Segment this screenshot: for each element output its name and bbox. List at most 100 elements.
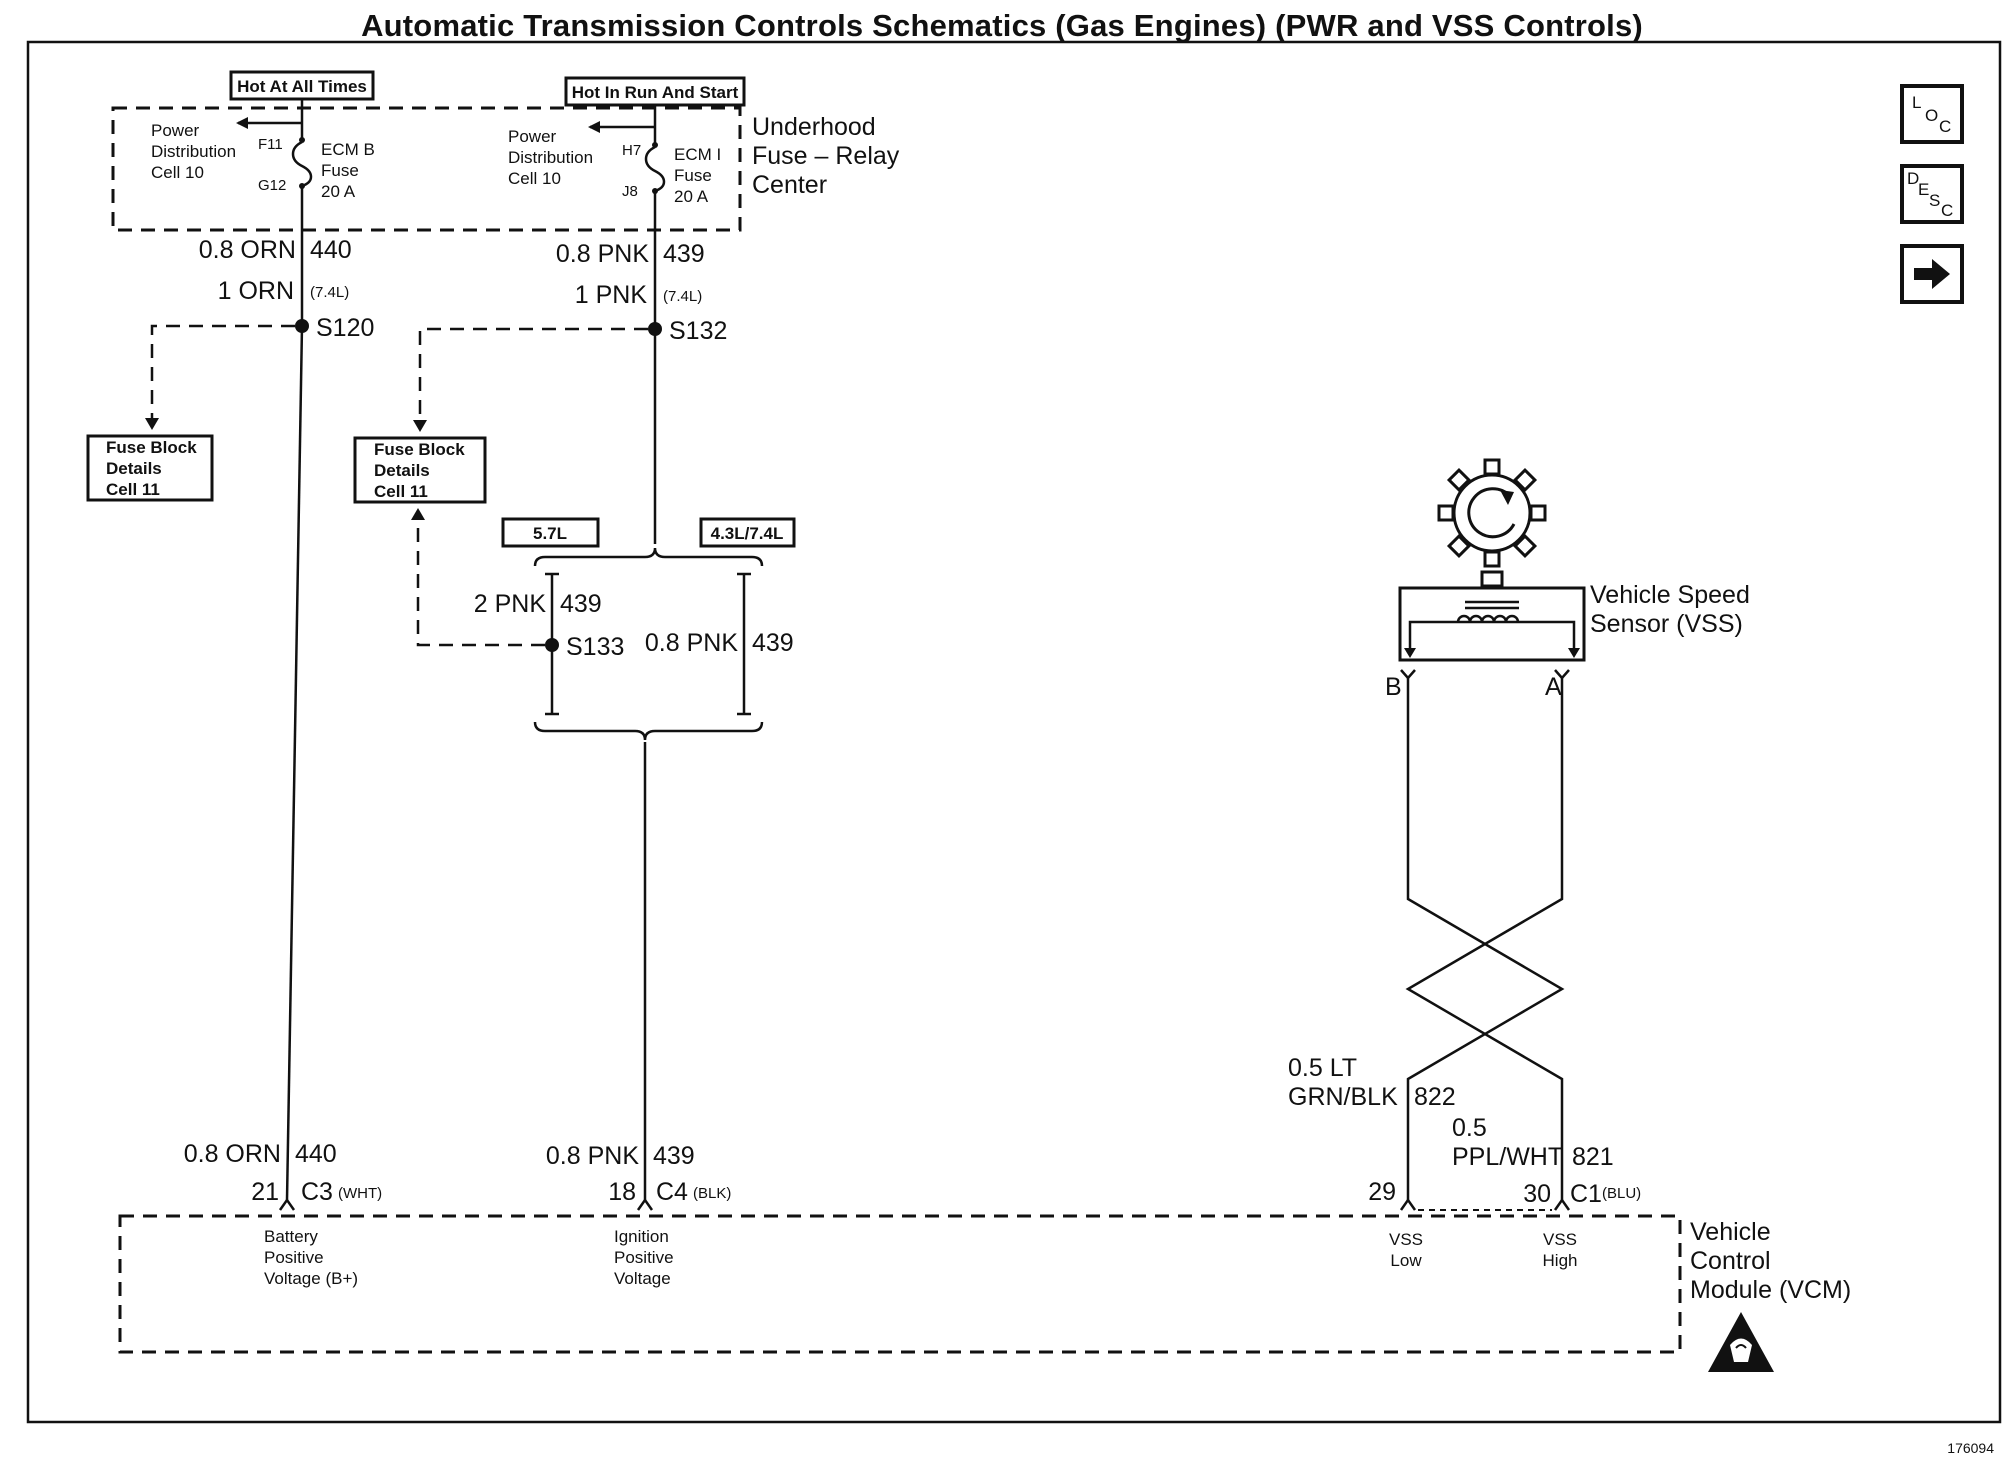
vss-label-2: Sensor (VSS) (1590, 610, 1743, 638)
pin-j8: J8 (622, 183, 638, 200)
power-distribution-label-a3: Cell 10 (151, 163, 204, 182)
wire-439-bottom-gauge: 0.8 PNK (546, 1142, 639, 1170)
fuse-block-b-line1: Fuse Block (374, 440, 465, 459)
vcm-input-vss-high-1: VSS (1543, 1230, 1577, 1249)
power-distribution-label-b3: Cell 10 (508, 169, 561, 188)
wire-439-alt-gauge: 1 PNK (575, 281, 648, 309)
splice-s120 (295, 319, 309, 333)
pin-h7: H7 (622, 142, 641, 159)
fuse-block-b-line2: Details (374, 461, 430, 480)
fuse-block-b-line3: Cell 11 (374, 482, 428, 501)
vcm-connector-c4: C4 (656, 1178, 688, 1206)
vcm-pin-21: 21 (251, 1178, 279, 1206)
wire-s133-to-fuse-block (416, 520, 545, 647)
option-5-7l-box (501, 517, 600, 548)
arrow-down-icon (413, 420, 427, 432)
vcm-connector-c4-color: (BLK) (693, 1185, 731, 1202)
wire-439-bottom-circuit: 439 (653, 1142, 695, 1170)
wire-821-circuit: 821 (1572, 1143, 1614, 1171)
arrow-left-icon (588, 121, 600, 133)
wire-822-vss-low (1406, 678, 1565, 1200)
option-4-3l-7-4l-box (699, 517, 796, 548)
schematic-frame (26, 40, 2002, 1424)
pin-f11: F11 (258, 136, 283, 153)
wire-s132-to-fuse-block (418, 327, 648, 422)
svg-text:O: O (1925, 106, 1938, 125)
vcm-input-ignition-3: Voltage (614, 1269, 671, 1288)
vcm-input-battery-1: Battery (264, 1227, 318, 1246)
wire-821-vss-high (1405, 678, 1564, 1200)
wire-821-gauge-1: 0.5 (1452, 1114, 1487, 1142)
svg-text:L: L (1912, 93, 1921, 112)
vcm-connector-c3: C3 (301, 1178, 333, 1206)
fuse-ecm-i-symbol (644, 145, 666, 193)
connector-pin-21-icon (278, 1197, 296, 1211)
fuse-ecm-b-name1: ECM B (321, 140, 375, 159)
vss-coil-icon (1456, 614, 1520, 623)
wire-439-alt-note: (7.4L) (663, 288, 702, 305)
fuse-block-a-line1: Fuse Block (106, 438, 197, 457)
wire-440-top-circuit: 440 (310, 236, 352, 264)
fuse-block-box-a (86, 434, 214, 502)
right-arrow-icon[interactable] (1900, 244, 1964, 304)
vcm-label-3: Module (VCM) (1690, 1276, 1851, 1304)
splice-s132 (648, 322, 662, 336)
diagram-title: Automatic Transmission Controls Schemati… (361, 8, 1643, 43)
vcm-pin-18: 18 (608, 1178, 636, 1206)
connector-pin-18-icon (636, 1197, 654, 1211)
arrow-down-icon (145, 418, 159, 430)
description-nav-icon[interactable]: D E S C (1900, 164, 1964, 224)
hot-at-all-times-label: Hot At All Times (237, 77, 367, 96)
fuse-center-label-2: Fuse – Relay (752, 142, 900, 170)
svg-text:C: C (1939, 117, 1951, 136)
vcm-module-outline (118, 1214, 1682, 1354)
reluctor-wheel-icon (1437, 458, 1547, 568)
svg-text:S: S (1929, 191, 1940, 210)
wire-822-circuit: 822 (1414, 1083, 1456, 1111)
vcm-pin-30: 30 (1523, 1180, 1551, 1208)
wire-822-gauge-2: GRN/BLK (1288, 1083, 1398, 1111)
vcm-input-battery-2: Positive (264, 1248, 324, 1267)
arrow-up-icon (411, 508, 425, 520)
option-brace-top (533, 547, 764, 567)
svg-text:E: E (1918, 180, 1929, 199)
power-distribution-label-b1: Power (508, 127, 557, 146)
option-4-3l-7-4l-label: 4.3L/7.4L (711, 524, 784, 543)
power-distribution-label-a2: Distribution (151, 142, 236, 161)
option-brace-bottom (533, 721, 764, 741)
vcm-input-ignition-2: Positive (614, 1248, 674, 1267)
hot-in-run-start-label: Hot In Run And Start (572, 83, 739, 102)
fuse-center-label-1: Underhood (752, 113, 876, 141)
vcm-connector-c1: C1 (1570, 1180, 1602, 1208)
fuse-ecm-i-rating: 20 A (674, 187, 709, 206)
vcm-input-vss-low-2: Low (1390, 1251, 1422, 1270)
location-nav-icon[interactable]: L O C (1900, 84, 1964, 144)
wire-440-alt-note: (7.4L) (310, 284, 349, 301)
splice-s132-label: S132 (669, 317, 727, 345)
power-distribution-label-b2: Distribution (508, 148, 593, 167)
vcm-pin-29: 29 (1368, 1178, 1396, 1206)
vcm-label-2: Control (1690, 1247, 1771, 1275)
fuse-block-box-b (353, 436, 487, 504)
vcm-label-1: Vehicle (1690, 1218, 1771, 1246)
vcm-input-battery-3: Voltage (B+) (264, 1269, 358, 1288)
fuse-center-label-3: Center (752, 171, 827, 199)
splice-s133 (545, 638, 559, 652)
vcm-input-vss-low-1: VSS (1389, 1230, 1423, 1249)
vss-label-1: Vehicle Speed (1590, 581, 1750, 609)
vcm-connector-c1-color: (BLU) (1602, 1185, 1641, 1202)
fuse-ecm-i-name2: Fuse (674, 166, 712, 185)
fuse-relay-center-outline (111, 106, 742, 232)
pin-g12: G12 (258, 177, 286, 194)
arrow-left-icon (236, 117, 248, 129)
fuse-ecm-b-name2: Fuse (321, 161, 359, 180)
fuse-ecm-b-rating: 20 A (321, 182, 356, 201)
wire-440-alt-gauge: 1 ORN (218, 277, 294, 305)
figure-id: 176094 (1947, 1440, 1994, 1456)
splice-s133-label: S133 (566, 633, 624, 661)
vcm-connector-c3-color: (WHT) (338, 1185, 382, 1202)
wire-821-gauge-2: PPL/WHT (1452, 1143, 1563, 1171)
vss-sensor-body (1398, 586, 1586, 662)
wire-439-mid-b-gauge: 0.8 PNK (645, 629, 738, 657)
